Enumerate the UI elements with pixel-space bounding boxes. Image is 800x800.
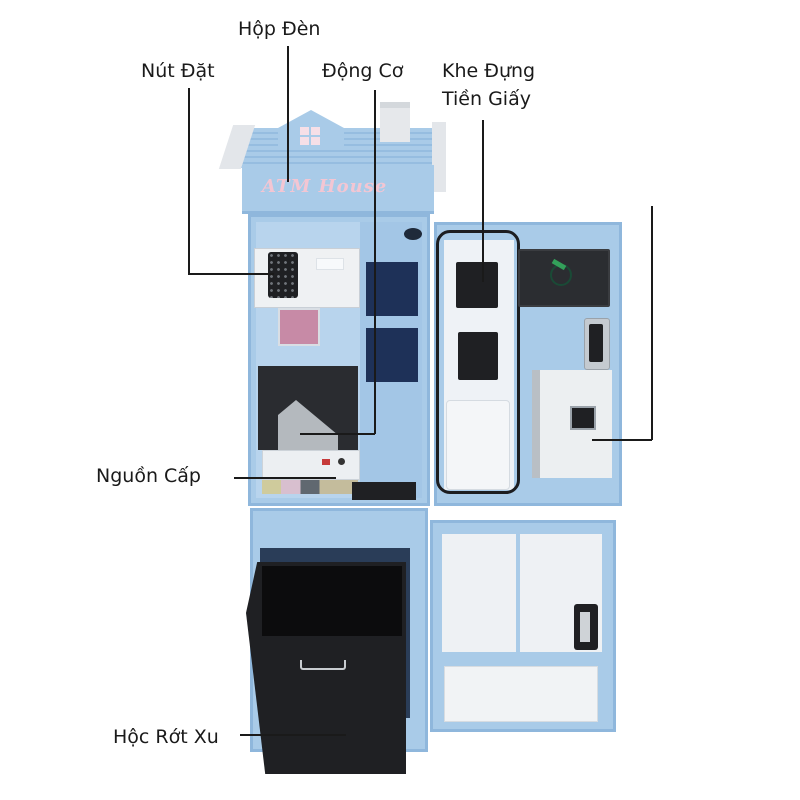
keypad-display [316,258,344,270]
leader-right-v [651,206,653,440]
label-khe-dung-line2: Tiền Giấy [442,88,531,110]
leader-khe-dung [482,120,484,282]
leader-hoc-rot-xu [240,734,346,736]
power-supply [262,450,360,480]
leader-right-h [592,439,652,441]
bill-acceptor-2 [458,332,498,380]
keypad[interactable] [268,252,298,298]
lower-panel-left [442,534,516,652]
leader-dong-co-h [300,433,375,435]
bill-acceptor-base [446,400,510,490]
chimney [380,102,410,142]
label-hop-den: Hộp Đèn [238,18,321,40]
black-box [352,482,416,500]
power-switch [322,459,330,465]
lock-handle-inner [589,324,603,362]
leader-nut-dat-v [188,88,190,274]
roof-right-trim [432,122,446,192]
label-dong-co: Động Cơ [322,60,404,82]
label-khe-dung-line1: Khe Đựng [442,60,536,82]
leader-nguon-cap [234,477,336,479]
wiring [262,480,358,494]
speaker-hole [404,228,422,240]
coin-bin-opening [262,566,402,636]
power-socket [338,458,345,465]
bottom-plate [444,666,598,722]
label-nguon-cap: Nguồn Cấp [96,465,201,487]
coin-slot[interactable] [570,406,596,430]
lower-lock-handle [580,612,590,642]
light-box [242,165,434,214]
leader-dong-co-v [374,90,376,434]
leader-hop-den [287,46,289,182]
bill-acceptor-1 [456,262,498,308]
dormer-window-bar [300,135,320,137]
cable-loop [436,230,520,494]
display-screen [518,249,610,307]
pink-window [278,308,320,346]
label-hoc-rot-xu: Hộc Rớt Xu [113,726,219,748]
sign-text: ATM House [262,176,388,197]
label-nut-dat: Nút Đặt [141,60,215,82]
bin-handle[interactable] [300,660,346,670]
leader-nut-dat-h [188,273,274,275]
